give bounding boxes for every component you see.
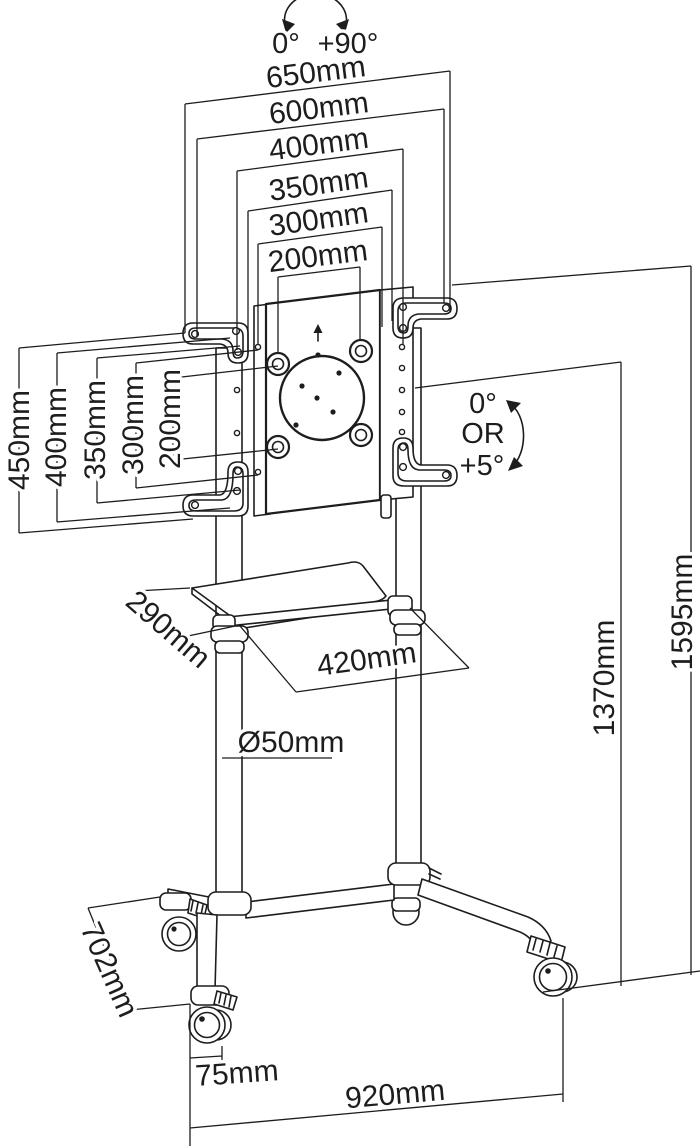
rotation-arc: [282, 0, 349, 33]
rail-holes: [233, 343, 406, 476]
height-300-label: 300mm: [117, 375, 150, 475]
base-dimension-lines: [87, 896, 564, 1146]
caster-offset-label: 75mm: [194, 1054, 279, 1093]
total-height-label: 1595mm: [666, 554, 699, 671]
tilt-plus5-label: +5°: [460, 450, 505, 482]
tilt-zero-label: 0°: [469, 388, 497, 420]
height-dimension-lines-left: [18, 332, 279, 534]
base-width-label: 920mm: [344, 1074, 447, 1116]
caster-rear-right: [391, 897, 421, 926]
caster-front-left: [188, 985, 238, 1044]
vesa-plate: [233, 286, 414, 519]
height-400-label: 400mm: [40, 387, 73, 487]
caster-rear-left: [159, 892, 208, 952]
base-junction-right: [387, 862, 442, 886]
shelf-depth-label: 290mm: [119, 584, 216, 675]
leg-length-label: 702mm: [74, 917, 145, 1022]
tilt-arc: [506, 400, 525, 471]
rotation-plus90-label: +90°: [318, 28, 379, 60]
shelf: [191, 561, 426, 654]
up-arrow-icon: [313, 324, 323, 342]
base-junction-left: [207, 891, 252, 916]
height-200-label: 200mm: [154, 369, 187, 469]
bracket-bottom-left: [182, 461, 249, 517]
height-350-label: 350mm: [79, 380, 112, 480]
plate-center-circle: [278, 354, 366, 442]
shelf-dimension-lines: [135, 587, 470, 693]
grommets: [265, 338, 374, 460]
bracket-bottom-right: [392, 437, 458, 487]
height-450-label: 450mm: [3, 390, 36, 490]
pole-diameter-label: Ø50mm: [238, 726, 345, 759]
height-dimension-lines-right: [414, 265, 700, 993]
width-dimension-lines: [184, 70, 451, 353]
tilt-or-label: OR: [461, 418, 505, 450]
leg-front-left: [196, 912, 218, 991]
base-crossbar: [245, 883, 395, 919]
caster-front-right: [526, 935, 578, 997]
column-height-label: 1370mm: [588, 620, 621, 737]
rotation-zero-label: 0°: [272, 28, 300, 60]
